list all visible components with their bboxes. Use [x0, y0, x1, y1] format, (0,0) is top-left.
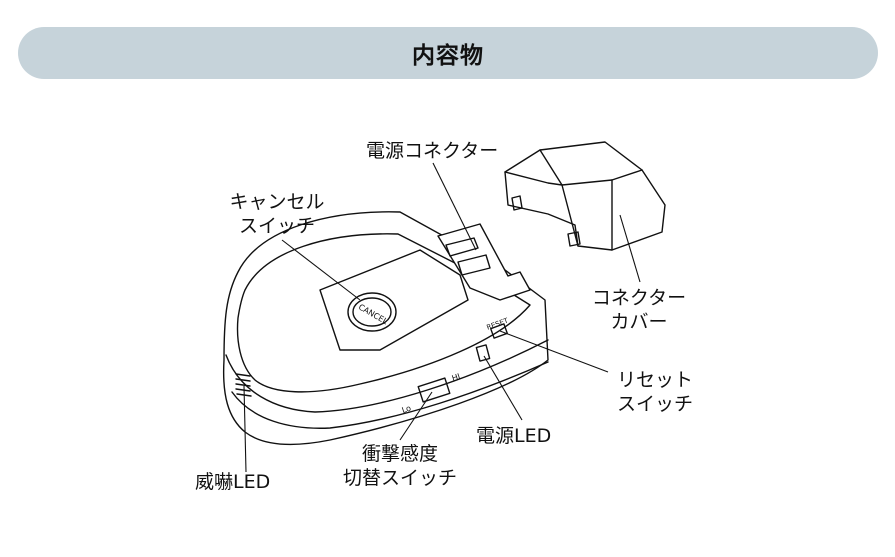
label-sensitivity-switch-line2: 切替スイッチ: [342, 467, 457, 489]
sensitivity-switch: [417, 377, 451, 403]
leader-power-led: [483, 355, 523, 421]
cancel-switch: [347, 292, 397, 332]
device-side-band-lower: [231, 361, 549, 429]
warning-led-grille: [235, 373, 252, 397]
cover-tab-2: [567, 231, 581, 247]
lo-marking: Lo: [401, 404, 413, 415]
reset-switch: [490, 323, 508, 339]
connector-housing: [437, 223, 531, 301]
label-cancel-switch-line1: キャンセル: [229, 191, 325, 213]
label-reset-switch: リセット スイッチ: [606, 368, 704, 416]
leader-warning-led: [243, 385, 247, 473]
connector-slot-2: [457, 254, 491, 276]
label-connector-cover: コネクター カバー: [580, 286, 698, 334]
leader-reset-switch: [499, 330, 609, 373]
label-connector-cover-line2: カバー: [610, 311, 668, 333]
hi-marking: HI: [451, 372, 462, 383]
label-connector-cover-line1: コネクター: [591, 287, 687, 309]
label-sensitivity-switch: 衝撃感度 切替スイッチ: [330, 442, 470, 490]
label-cancel-switch-line2: スイッチ: [238, 215, 315, 237]
device-top-surface: [236, 233, 531, 393]
label-reset-switch-line2: スイッチ: [616, 393, 693, 415]
label-power-led: 電源LED: [476, 425, 552, 447]
leader-connector-cover: [619, 214, 641, 283]
device-side-band: [225, 339, 549, 413]
label-cancel-switch: キャンセル スイッチ: [220, 190, 334, 238]
leader-power-connector: [432, 162, 477, 251]
section-title: 内容物: [412, 43, 484, 69]
power-led: [475, 344, 491, 362]
label-sensitivity-switch-line1: 衝撃感度: [361, 443, 438, 465]
label-warning-led: 威嚇LED: [195, 471, 271, 493]
connector-slot-1: [445, 237, 479, 257]
label-sticker: [319, 249, 469, 351]
label-power-connector: 電源コネクター: [366, 140, 499, 162]
leader-sensitivity-switch: [399, 391, 433, 441]
leader-cancel-switch: [281, 239, 361, 301]
cover-tab-1: [511, 195, 523, 211]
section-header: 内容物: [18, 27, 878, 79]
label-reset-switch-line1: リセット: [616, 369, 693, 391]
connector-cover: [504, 141, 666, 251]
